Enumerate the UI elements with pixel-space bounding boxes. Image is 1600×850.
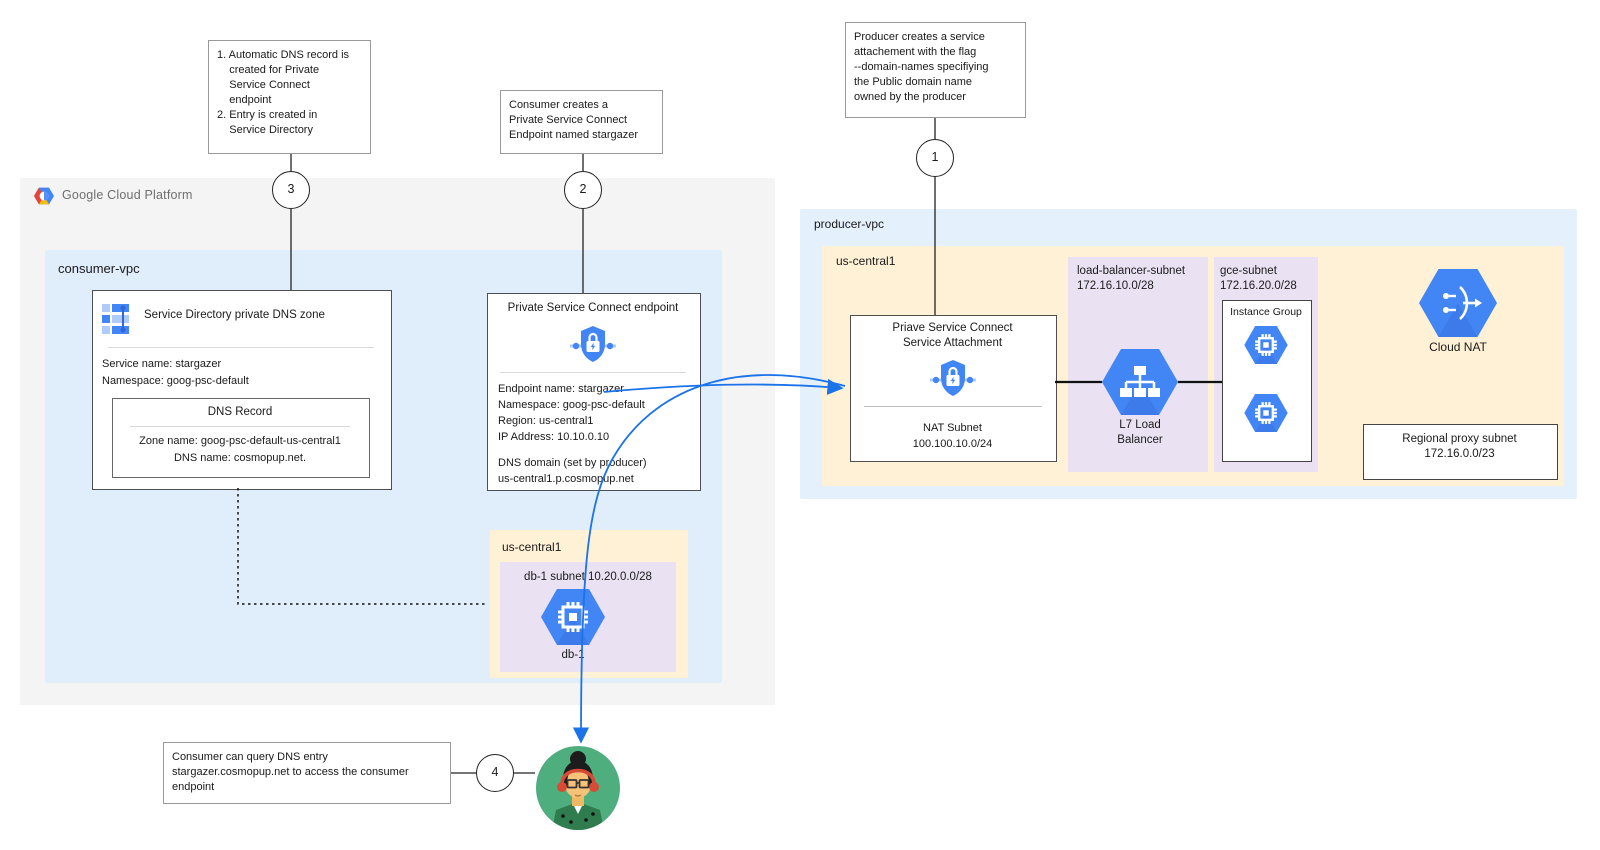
dns-record-divider xyxy=(130,426,350,427)
psc-endpoint-divider xyxy=(500,372,686,373)
step-circle-4: 4 xyxy=(476,754,514,792)
load-balancer-icon xyxy=(1102,349,1178,415)
gcp-logo-text: Google Cloud Platform xyxy=(62,188,193,202)
service-directory-title: Service Directory private DNS zone xyxy=(144,309,325,321)
consumer-vpc-label: consumer-vpc xyxy=(58,261,140,276)
step-circle-2: 2 xyxy=(564,171,602,209)
instance-gce-icon-2 xyxy=(1244,394,1288,432)
gcp-logo: Google Cloud Platform xyxy=(34,185,254,207)
proxy-subnet-label: Regional proxy subnet 172.16.0.0/23 xyxy=(1402,433,1517,460)
annotation-step4: Consumer can query DNS entry stargazer.c… xyxy=(163,742,451,804)
dns-record-title: DNS Record xyxy=(207,406,273,418)
consumer-avatar xyxy=(536,746,620,830)
dns-record-zone: Zone name: goog-psc-default-us-central1 xyxy=(139,435,341,447)
psc-endpoint-title: Private Service Connect endpoint xyxy=(507,302,679,314)
dns-record-name: DNS name: cosmopup.net. xyxy=(173,452,307,464)
load-balancer-label: L7 Load Balancer xyxy=(1117,419,1163,446)
google-cloud-logo-icon xyxy=(34,187,54,205)
annotation-step1: Producer creates a service attachement w… xyxy=(845,22,1026,118)
lb-subnet-label: load-balancer-subnet 172.16.10.0/28 xyxy=(1077,265,1186,292)
dns-record-box xyxy=(112,398,370,478)
consumer-region-label: us-central1 xyxy=(502,540,562,554)
db1-vm-label: db-1 xyxy=(561,649,585,661)
psc-attachment-subnet: NAT Subnet 100.100.10.0/24 xyxy=(912,422,993,450)
step-circle-3: 3 xyxy=(272,171,310,209)
instance-group-title: Instance Group xyxy=(1230,306,1302,318)
instance-group-box xyxy=(1222,300,1312,462)
psc-attachment-divider xyxy=(864,406,1042,407)
sd-namespace: Namespace: goog-psc-default xyxy=(102,375,249,387)
psc-attachment-title: Priave Service Connect Service Attachmen… xyxy=(892,322,1013,349)
cloud-nat-icon xyxy=(1419,269,1497,337)
producer-region-label: us-central1 xyxy=(836,254,896,268)
instance-gce-icon-1 xyxy=(1244,326,1288,364)
psc-endpoint-details: Endpoint name: stargazer Namespace: goog… xyxy=(498,383,645,443)
annotation-step2: Consumer creates a Private Service Conne… xyxy=(500,90,663,154)
gce-subnet-label: gce-subnet 172.16.20.0/28 xyxy=(1220,265,1297,292)
proxy-subnet-box xyxy=(1363,424,1558,480)
sd-service-name: Service name: stargazer xyxy=(102,358,222,370)
psc-attachment-shield-icon xyxy=(929,356,977,400)
service-directory-divider xyxy=(108,347,374,348)
psc-endpoint-shield-icon xyxy=(569,322,617,366)
producer-vpc-label: producer-vpc xyxy=(814,217,885,231)
step-circle-1: 1 xyxy=(916,139,954,177)
db1-vm-icon xyxy=(541,589,605,645)
db1-subnet-label: db-1 subnet 10.20.0.0/28 xyxy=(524,571,652,583)
service-directory-icon xyxy=(100,300,136,336)
cloud-nat-label: Cloud NAT xyxy=(1429,340,1487,354)
psc-endpoint-dns-domain: DNS domain (set by producer) us-central1… xyxy=(498,457,647,485)
annotation-step3: 1. Automatic DNS record is created for P… xyxy=(208,40,371,154)
